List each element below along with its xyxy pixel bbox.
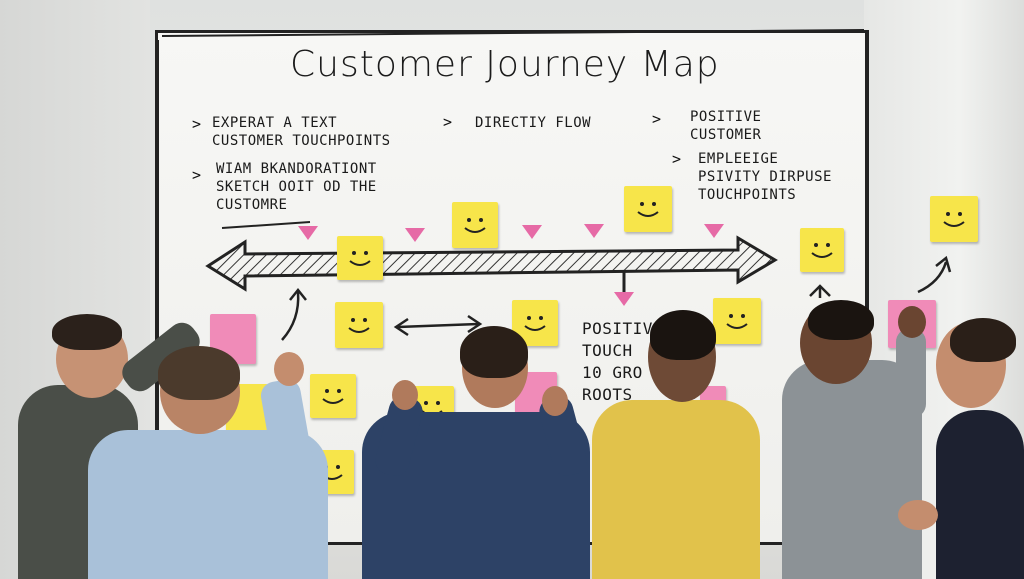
pink-arrow-icon (614, 292, 634, 306)
note-left-mid: WIAM BKANDORATIONT SKETCH OOIT OD THE CU… (216, 161, 377, 213)
bullet-icon: > (192, 115, 202, 133)
smiley-face-icon (464, 218, 486, 233)
bullet-icon: > (652, 110, 662, 128)
smiley-sticky-note[interactable] (335, 302, 383, 348)
smiley-face-icon (322, 389, 344, 404)
pink-arrow-icon (704, 224, 724, 238)
note-right-top: POSITIVE CUSTOMER (690, 109, 762, 143)
smiley-sticky-note[interactable] (452, 202, 498, 248)
smiley-face-icon (637, 202, 659, 217)
smiley-face-icon (811, 243, 833, 258)
smiley-sticky-note[interactable] (624, 186, 672, 232)
bullet-icon: > (672, 150, 682, 168)
note-bottom-center: POSITIV TOUCH 10 GRO ROOTS (582, 319, 653, 404)
smiley-face-icon (524, 316, 546, 331)
smiley-face-icon (348, 318, 370, 333)
smiley-face-icon (349, 251, 371, 266)
bullet-icon: > (192, 166, 202, 184)
smiley-face-icon (726, 314, 748, 329)
smiley-sticky-note[interactable] (930, 196, 978, 242)
smiley-sticky-note[interactable] (713, 298, 761, 344)
smiley-sticky-note[interactable] (800, 228, 844, 272)
bullet-icon: > (443, 113, 453, 131)
pink-arrow-icon (298, 226, 318, 240)
note-center: DIRECTIY FLOW (475, 115, 592, 131)
smiley-face-icon (943, 212, 965, 227)
pink-arrow-icon (584, 224, 604, 238)
smiley-sticky-note[interactable] (337, 236, 383, 280)
note-right-mid: EMPLEEIGE PSIVITY DIRPUSE TOUCHPOINTS (698, 151, 832, 203)
board-title: Customer Journey Map (290, 44, 720, 85)
smiley-sticky-note[interactable] (512, 300, 558, 346)
pink-arrow-icon (522, 225, 542, 239)
pink-arrow-icon (405, 228, 425, 242)
smiley-sticky-note[interactable] (310, 374, 356, 418)
note-left-top: EXPERAT A TEXT CUSTOMER TOUCHPOINTS (212, 115, 391, 149)
